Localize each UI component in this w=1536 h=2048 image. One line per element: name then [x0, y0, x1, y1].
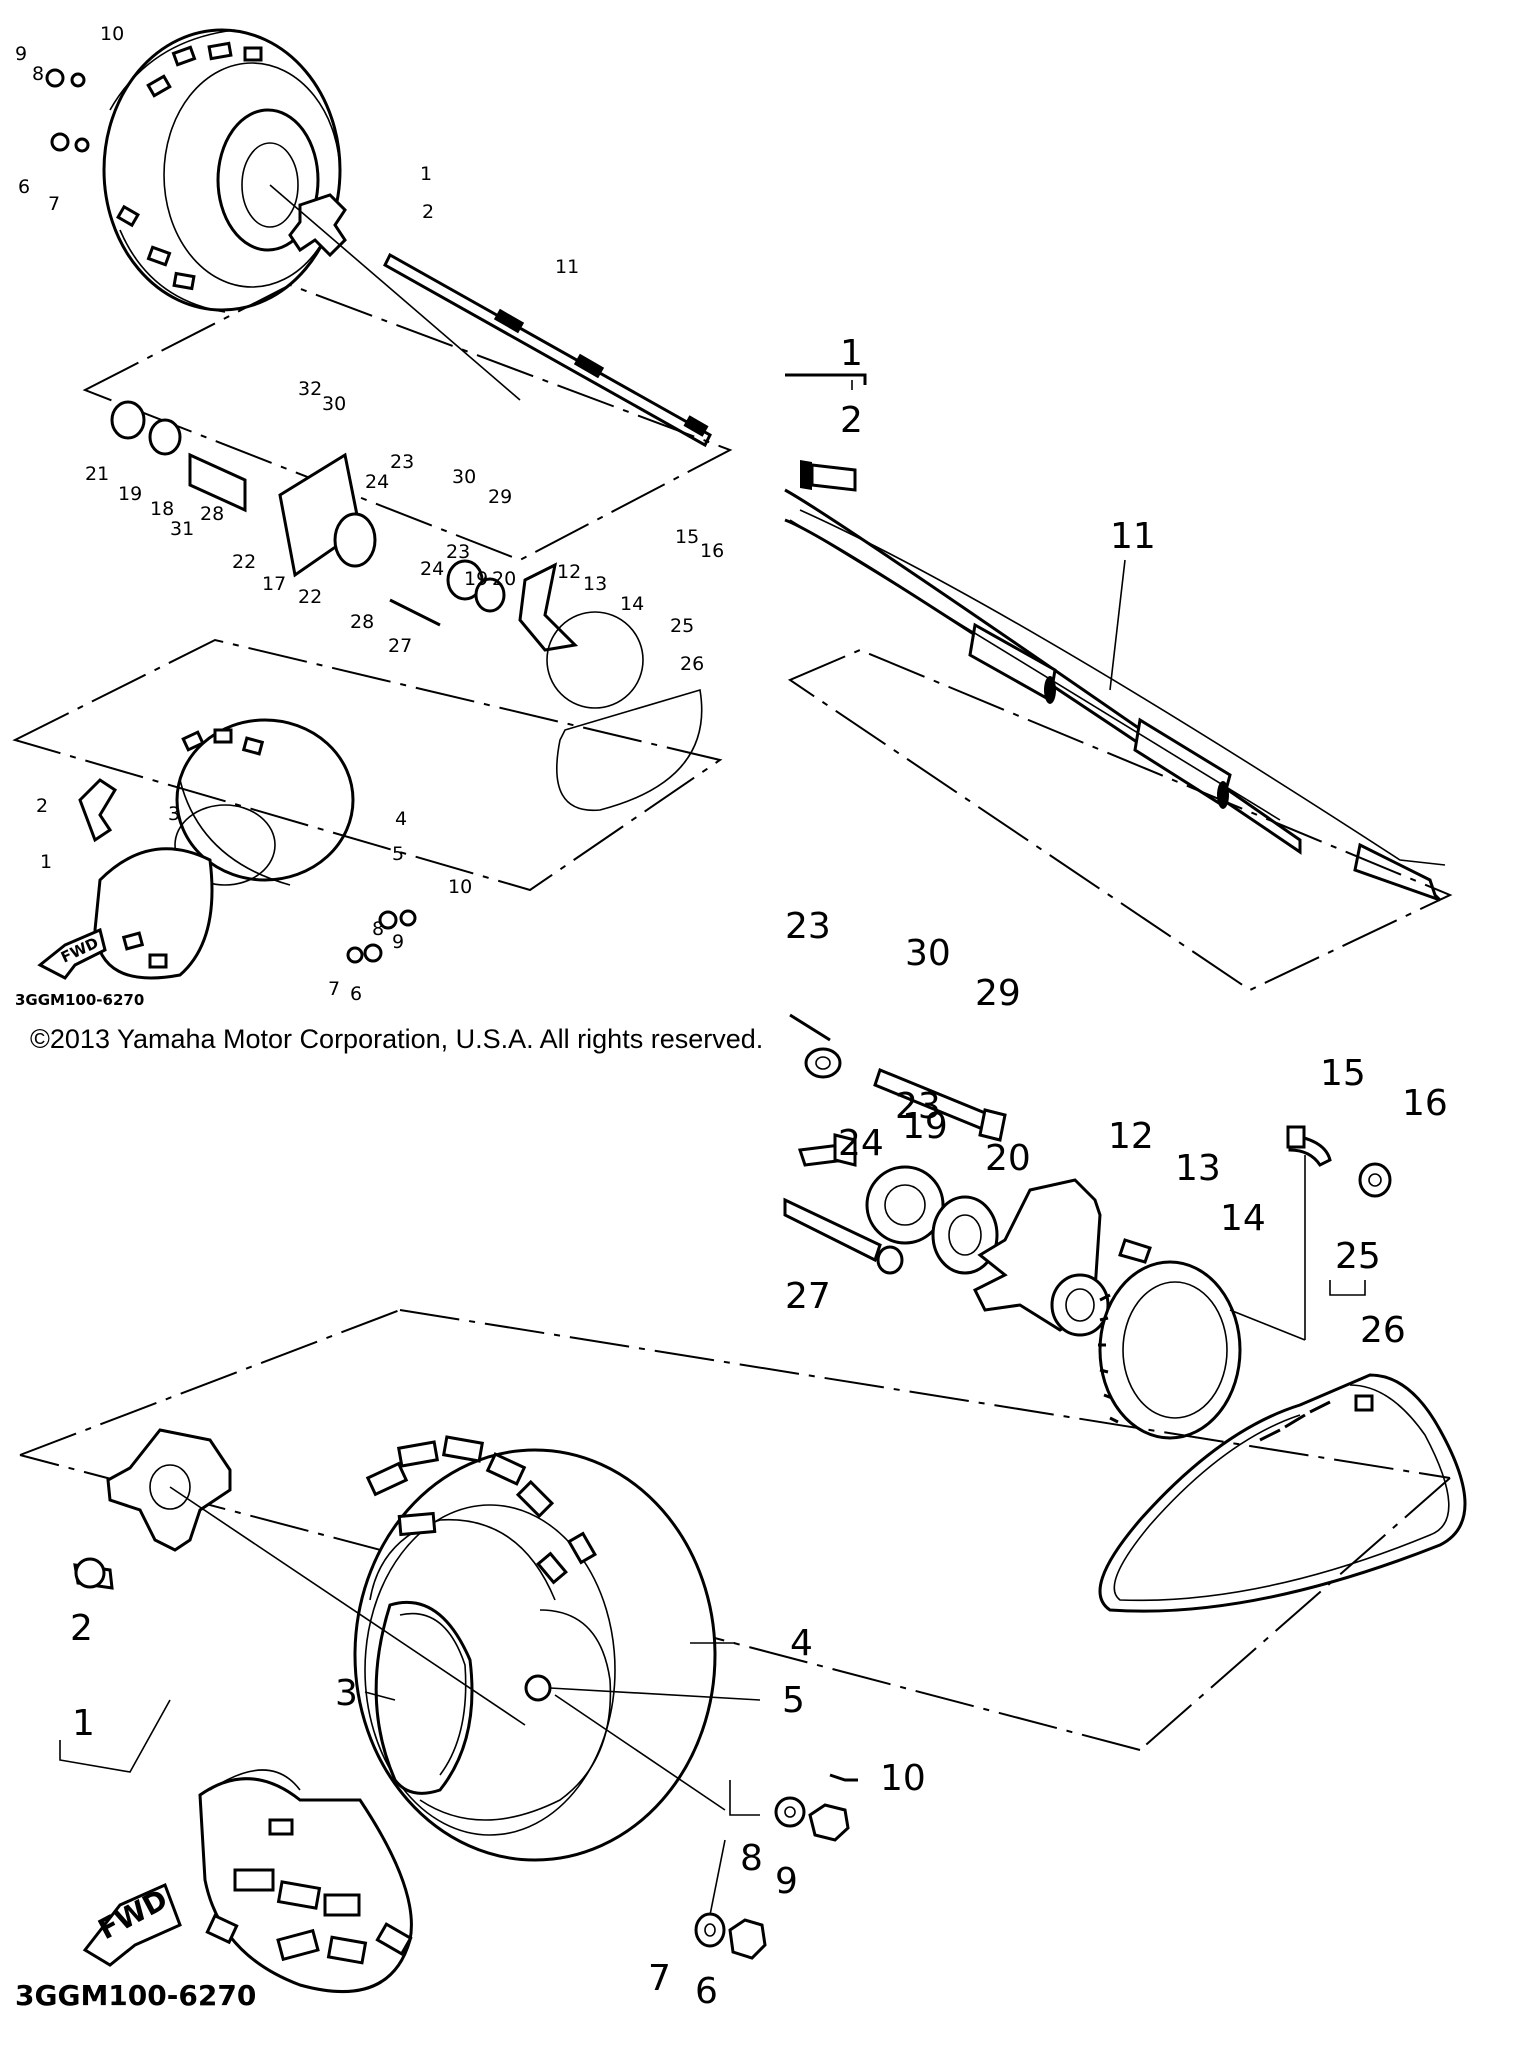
ov-label-8: 8 — [32, 63, 44, 85]
label-19: 19 — [902, 1106, 948, 1147]
axle-detail — [784, 373, 1453, 992]
ov-label-21: 21 — [85, 463, 109, 485]
ov-label-17: 17 — [262, 573, 286, 595]
ov-label-30b: 30 — [452, 466, 476, 488]
ov-label-24b: 24 — [420, 558, 444, 580]
label-4: 4 — [790, 1623, 813, 1664]
overview-rear-wheel-top — [102, 28, 342, 313]
ov-label-7b: 7 — [328, 978, 340, 1000]
label-8: 8 — [740, 1838, 763, 1879]
ov-label-19b: 19 — [464, 568, 488, 590]
ov-diagram-code: 3GGM100-6270 — [15, 991, 144, 1009]
ov-label-2b: 2 — [36, 795, 48, 817]
ov-label-32: 32 — [298, 378, 322, 400]
label-14: 14 — [1220, 1198, 1266, 1239]
carrier-detail — [783, 1013, 1467, 1613]
ov-label-15: 15 — [675, 526, 699, 548]
ov-label-2: 2 — [422, 201, 434, 223]
ov-label-10: 10 — [100, 23, 124, 45]
washer-8 — [774, 1796, 806, 1828]
wheel-detail: FWD — [19, 1309, 1451, 1993]
label-2-wheel: 2 — [70, 1608, 93, 1649]
ov-label-16: 16 — [700, 540, 724, 562]
detail-labels: 1 2 11 23 30 29 23 24 19 20 12 13 14 15 … — [15, 333, 1448, 2012]
label-12: 12 — [1108, 1116, 1154, 1157]
fwd-arrow — [82, 1882, 182, 1967]
label-3: 3 — [335, 1673, 358, 1714]
nut-6 — [728, 1918, 767, 1960]
label-29: 29 — [975, 973, 1021, 1014]
ov-label-22a: 22 — [232, 551, 256, 573]
label-23-top: 23 — [785, 906, 831, 947]
ov-label-9: 9 — [15, 43, 27, 65]
overview-carrier-assembly — [110, 400, 703, 812]
label-1-axle: 1 — [840, 333, 863, 374]
label-11: 11 — [1110, 516, 1156, 557]
ov-label-31: 31 — [170, 518, 194, 540]
label-15: 15 — [1320, 1053, 1366, 1094]
ov-label-10b: 10 — [448, 876, 472, 898]
label-24: 24 — [838, 1123, 884, 1164]
overview-labels: 10 9 8 6 7 1 2 11 32 30 21 19 18 31 28 2… — [15, 23, 724, 1009]
label-13: 13 — [1175, 1148, 1221, 1189]
label-26: 26 — [1360, 1310, 1406, 1351]
washer-7 — [694, 1912, 726, 1948]
wheel-hub — [106, 1428, 232, 1552]
ov-label-26: 26 — [680, 653, 704, 675]
label-1-wheel: 1 — [72, 1703, 95, 1744]
ov-label-22b: 22 — [298, 586, 322, 608]
label-2-axle: 2 — [840, 400, 863, 441]
label-7: 7 — [648, 1958, 671, 1999]
ov-label-18: 18 — [150, 498, 174, 520]
tire-detail — [198, 1435, 717, 1993]
label-5: 5 — [782, 1680, 805, 1721]
ov-label-6b: 6 — [350, 983, 362, 1005]
ov-label-29: 29 — [488, 486, 512, 508]
ov-label-23a: 23 — [390, 451, 414, 473]
ov-label-27: 27 — [388, 635, 412, 657]
overview-diagram: FWD — [12, 28, 733, 980]
ov-label-7: 7 — [48, 193, 60, 215]
label-10: 10 — [880, 1758, 926, 1799]
ov-label-9b: 9 — [392, 931, 404, 953]
label-9: 9 — [775, 1861, 798, 1902]
ov-label-23b: 23 — [446, 541, 470, 563]
overview-axle — [383, 252, 712, 448]
label-16: 16 — [1402, 1083, 1448, 1124]
ov-label-11: 11 — [555, 256, 579, 278]
ov-label-30a: 30 — [322, 393, 346, 415]
ov-label-1: 1 — [420, 163, 432, 185]
label-30: 30 — [905, 933, 951, 974]
ov-label-28a: 28 — [200, 503, 224, 525]
label-23: 23 — [895, 1086, 941, 1127]
ov-label-19a: 19 — [118, 483, 142, 505]
label-25: 25 — [1335, 1236, 1381, 1277]
ov-label-14: 14 — [620, 593, 644, 615]
cotter-pin-10 — [829, 1773, 858, 1782]
ov-label-6: 6 — [18, 176, 30, 198]
ov-label-4: 4 — [395, 808, 407, 830]
ov-label-20: 20 — [492, 568, 516, 590]
ov-label-5: 5 — [392, 843, 404, 865]
ov-label-13: 13 — [583, 573, 607, 595]
wheel-stud-5 — [524, 1674, 552, 1702]
nut-9 — [808, 1803, 850, 1842]
copyright-notice: ©2013 Yamaha Motor Corporation, U.S.A. A… — [30, 1024, 763, 1054]
label-6: 6 — [695, 1971, 718, 2012]
ov-label-28b: 28 — [350, 611, 374, 633]
ov-label-12: 12 — [557, 561, 581, 583]
label-20: 20 — [985, 1138, 1031, 1179]
ov-label-3: 3 — [168, 803, 180, 825]
overview-rear-wheel-bottom — [78, 718, 355, 980]
overview-fwd-arrow — [37, 927, 107, 980]
ov-label-24a: 24 — [365, 471, 389, 493]
ov-label-1b: 1 — [40, 851, 52, 873]
ov-label-8b: 8 — [372, 918, 384, 940]
diagram-code: 3GGM100-6270 — [15, 1979, 256, 2012]
ov-label-25: 25 — [670, 615, 694, 637]
label-27: 27 — [785, 1276, 831, 1317]
